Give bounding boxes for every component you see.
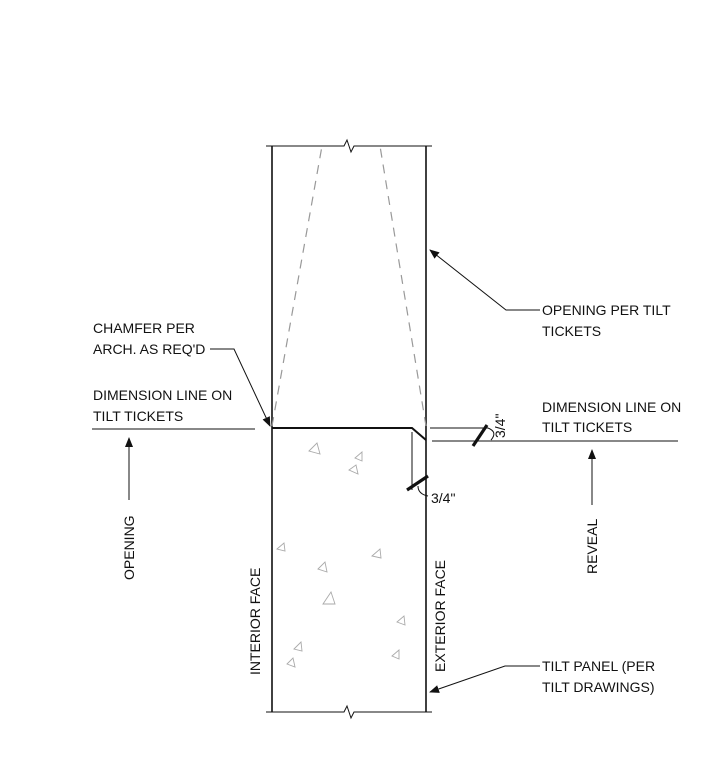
dimension-line-right-label-line1: DIMENSION LINE ON [542,399,681,415]
concrete-hatch [276,442,406,668]
reveal-tick-bottom [406,474,429,492]
aggregate-mark [348,464,359,475]
panel-top-edge [272,427,427,441]
reveal-dimension-bottom: 3/4" [431,490,455,506]
dimension-line-right-label-line2: TILT TICKETS [542,419,632,435]
opening-hidden-line-left [271,145,323,427]
opening-label: OPENING [121,515,137,580]
opening-per-tilt-label-line2: TICKETS [542,323,601,339]
exterior-face-label: EXTERIOR FACE [432,560,448,672]
dimension-line-left-label-line1: DIMENSION LINE ON [93,387,232,403]
aggregate-mark [354,451,363,462]
aggregate-mark [317,561,328,573]
opening-per-tilt-label-line1: OPENING PER TILT [542,302,671,318]
dimension-line-left-label-line2: TILT TICKETS [93,408,183,424]
chamfer-label-line2: ARCH. AS REQ'D [93,341,205,357]
aggregate-mark [371,548,382,559]
tilt-panel [266,138,432,720]
reveal-top-leader [487,427,495,441]
aggregate-mark [308,442,321,455]
aggregate-mark [293,641,303,652]
tilt-panel-leader [429,665,540,693]
top-break-line [266,138,432,154]
aggregate-mark [391,649,400,660]
reveal-bottom-leader [417,485,429,497]
reveal-tick-top [471,424,489,447]
tilt-panel-label-line2: TILT DRAWINGS) [542,679,655,695]
opening-per-tilt-leader [429,249,540,311]
chamfer-leader [210,348,271,427]
aggregate-mark [276,542,286,552]
chamfer-label-line1: CHAMFER PER [93,320,195,336]
reveal-label: REVEAL [584,519,600,574]
tilt-panel-label-line1: TILT PANEL (PER [542,658,655,674]
bottom-break-line [266,704,432,720]
reveal-dimension-top: 3/4" [492,414,508,438]
opening-hidden-line-right [379,145,427,427]
aggregate-mark [322,590,336,605]
aggregate-mark [396,615,406,626]
interior-face-label: INTERIOR FACE [247,568,263,675]
aggregate-mark [286,657,296,668]
